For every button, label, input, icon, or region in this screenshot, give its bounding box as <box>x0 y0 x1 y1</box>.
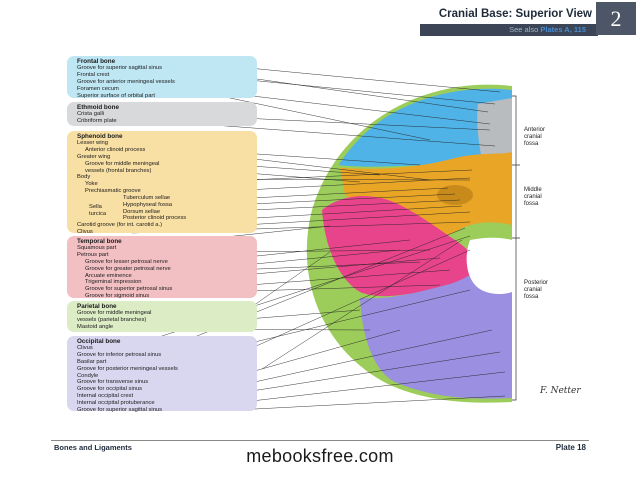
temporal-bone-title: Temporal bone <box>77 238 122 245</box>
label-item: Yoke <box>85 181 98 188</box>
label-item: vessels (frontal branches) <box>85 167 152 174</box>
label-item: Lesser wing <box>77 140 108 147</box>
label-item: Groove for occipital sinus <box>77 386 143 393</box>
label-item: vessels (parietal branches) <box>77 317 147 324</box>
label-item: Squamous part <box>77 245 117 252</box>
sella-turcica-shape <box>437 185 473 205</box>
label-item: Groove for inferior petrosal sinus <box>77 352 162 359</box>
page-title: Cranial Base: Superior View <box>438 8 592 20</box>
label-item: Groove for anterior meningeal vessels <box>77 78 175 85</box>
label-item: Foramen cecum <box>77 85 119 92</box>
label-item: Petrous part <box>77 252 109 259</box>
label-item: Trigeminal impression <box>85 279 142 286</box>
foramen-magnum-shape <box>466 237 512 294</box>
temporal-bone-group: Temporal bone Squamous part Petrous part… <box>67 236 257 300</box>
sella-label-line: Sella <box>89 204 102 210</box>
label-item: Groove for posterior meningeal vessels <box>77 365 178 372</box>
sphenoid-bone-title: Sphenoid bone <box>77 133 123 140</box>
anterior-fossa-label: Anterior cranial fossa <box>524 127 545 147</box>
see-also-prefix: See also <box>509 25 539 34</box>
occipital-bone-group: Occipital bone Clivus Groove for inferio… <box>67 336 257 413</box>
occipital-bone-title: Occipital bone <box>77 338 121 345</box>
fossa-label-line: fossa <box>524 140 539 147</box>
label-item: Cribriform plate <box>77 118 117 125</box>
sella-label: Sella turcica <box>89 204 106 218</box>
fossa-label-line: Posterior <box>524 280 549 286</box>
label-item: Groove for greater petrosal nerve <box>85 265 171 272</box>
label-item: Groove for transverse sinus <box>77 379 149 386</box>
ethmoid-bone-group: Ethmoid bone Crista galli Cribriform pla… <box>67 102 257 126</box>
label-item: Superior surface of orbital part <box>77 92 155 99</box>
fossa-label-line: fossa <box>524 293 539 300</box>
sphenoid-bone-group: Sphenoid bone Lesser wing Anterior clino… <box>67 131 257 236</box>
label-item: Internal occipital crest <box>77 393 134 400</box>
label-item: Clivus <box>77 345 93 352</box>
fossa-label-line: cranial <box>524 193 542 200</box>
label-item: Groove for superior sagittal sinus <box>77 406 163 413</box>
parietal-bone-group: Parietal bone Groove for middle meningea… <box>67 301 257 332</box>
artist-signature: F. Netter <box>540 386 581 396</box>
sella-label-line: turcica <box>89 210 107 217</box>
label-item: Crista galli <box>77 111 105 118</box>
label-item: Tuberculum sellae <box>123 194 171 201</box>
fossa-bracket <box>512 95 520 401</box>
ethmoid-bone-title: Ethmoid bone <box>77 104 119 111</box>
label-item: Carotid groove (for int. carotid a.) <box>77 222 163 229</box>
footer-plate-number: Plate 18 <box>555 443 586 452</box>
label-item: Posterior clinoid process <box>123 215 187 222</box>
label-item: Groove for superior sagittal sinus <box>77 65 163 72</box>
see-also-bar <box>420 24 598 36</box>
label-item: Hypophyseal fossa <box>123 201 172 208</box>
middle-fossa-label: Middle cranial fossa <box>524 187 542 207</box>
label-item: Body <box>77 174 91 181</box>
see-also-text: See also Plates A, 115 <box>436 25 586 34</box>
label-item: Frontal crest <box>77 72 110 79</box>
fossa-label-line: cranial <box>524 286 542 293</box>
temporal-bone-shape <box>322 195 485 297</box>
label-item: Internal occipital protuberance <box>77 399 155 406</box>
label-item: Groove for middle meningeal <box>85 160 160 167</box>
label-item: Greater wing <box>77 153 111 160</box>
label-item: Arcuate eminence <box>85 272 132 279</box>
footer-section-title: Bones and Ligaments <box>54 443 132 452</box>
fossa-label-line: Middle <box>524 187 542 193</box>
label-item: Groove for lesser petrosal nerve <box>85 258 168 265</box>
label-item: Anterior clinoid process <box>85 147 146 154</box>
label-item: Basilar part <box>77 358 107 365</box>
parietal-bone-title: Parietal bone <box>77 303 117 310</box>
label-item: Groove for sigmoid sinus <box>85 293 150 300</box>
frontal-bone-group: Frontal bone Groove for superior sagitta… <box>67 56 257 99</box>
frontal-bone-shape <box>338 88 512 167</box>
label-item: Groove for superior petrosal sinus <box>85 286 173 293</box>
label-item: Mastoid angle <box>77 323 114 330</box>
fossa-label-line: Anterior <box>524 127 546 133</box>
site-watermark: mebooksfree.com <box>246 446 394 466</box>
chapter-tab: 2 <box>596 2 636 35</box>
ethmoid-bone-shape <box>477 98 512 160</box>
label-item: Dorsum sellae <box>123 208 161 215</box>
posterior-fossa-label: Posterior cranial fossa <box>524 280 548 300</box>
label-item: Condyle <box>77 372 99 379</box>
frontal-bone-title: Frontal bone <box>77 58 116 65</box>
fossa-label-line: fossa <box>524 200 539 207</box>
label-item: Clivus <box>77 229 93 236</box>
footer-divider <box>51 440 589 441</box>
label-item: Groove for middle meningeal <box>77 310 152 317</box>
see-also-link[interactable]: Plates A, 115 <box>540 25 586 34</box>
fossa-label-line: cranial <box>524 133 542 140</box>
label-item: Prechiasmatic groove <box>85 188 141 195</box>
